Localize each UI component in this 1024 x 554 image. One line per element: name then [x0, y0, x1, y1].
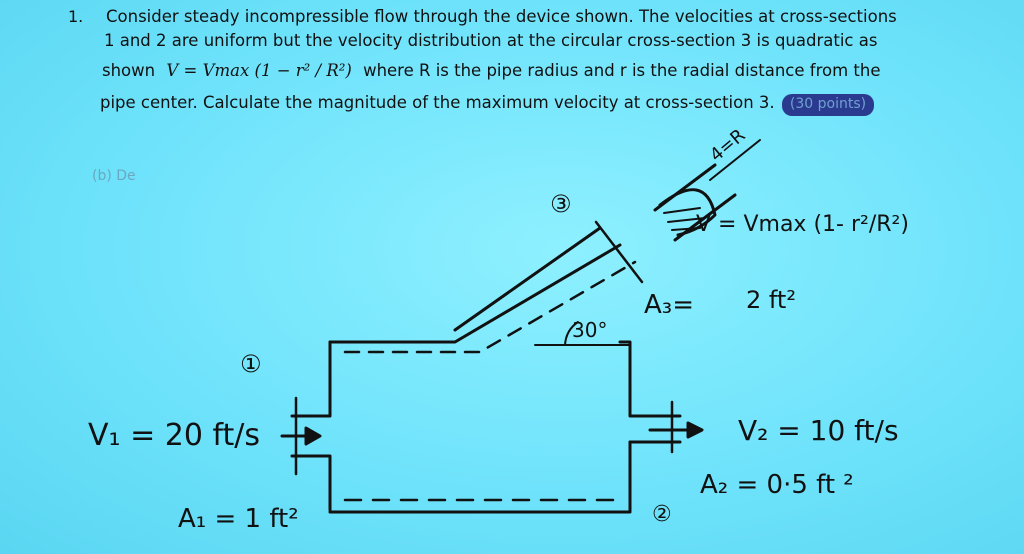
problem-line-3-start: shown — [102, 61, 156, 80]
chamber-bottom-wall — [328, 440, 632, 514]
faint-note: (b) De — [92, 168, 136, 184]
v3-profile-annotation: V = Vmax (1- r²/R²) — [696, 212, 909, 237]
v2-annotation: V₂ = 10 ft/s — [738, 414, 899, 447]
a3-label: A₃= — [644, 290, 694, 320]
section-1-label: ① — [240, 350, 262, 378]
chamber-top-inner — [343, 260, 637, 354]
parabolic-profile — [658, 188, 717, 237]
problem-line-3-end: where R is the pipe radius and r is the … — [363, 61, 881, 80]
a1-annotation: A₁ = 1 ft² — [178, 504, 299, 534]
angle-arc — [564, 321, 579, 346]
v1-annotation: V₁ = 20 ft/s — [88, 418, 261, 453]
inlet-arrowhead — [304, 426, 322, 446]
problem-line-1: Consider steady incompressible flow thro… — [106, 7, 897, 26]
chamber-top-and-branch-lower — [328, 243, 622, 344]
inlet-upper-wall — [290, 340, 332, 418]
section-3-label: ③ — [550, 190, 572, 218]
problem-number: 1. — [68, 7, 84, 26]
radius-dimension — [709, 139, 761, 181]
outlet-arrowhead — [686, 421, 704, 439]
problem-line-4: pipe center. Calculate the magnitude of … — [100, 92, 875, 116]
a2-annotation: A₂ = 0·5 ft ² — [700, 470, 854, 500]
points-badge: (30 points) — [781, 94, 875, 116]
branch-upper-wall — [453, 226, 602, 332]
section-3-line — [594, 220, 644, 284]
problem-line-2: 1 and 2 are uniform but the velocity dis… — [104, 31, 878, 50]
section-2-label: ② — [652, 502, 672, 527]
velocity-formula: V = Vmax (1 − r² / R²) — [166, 61, 352, 80]
profile-arrows — [663, 207, 706, 231]
angle-label: 30° — [572, 318, 608, 342]
problem-question: pipe center. Calculate the magnitude of … — [100, 93, 775, 112]
a3-value: 2 ft² — [746, 286, 796, 314]
inlet-lower-wall — [290, 454, 332, 512]
problem-line-3: shown V = Vmax (1 − r² / R²) where R is … — [102, 60, 880, 82]
outlet-upper-wall — [618, 340, 682, 418]
